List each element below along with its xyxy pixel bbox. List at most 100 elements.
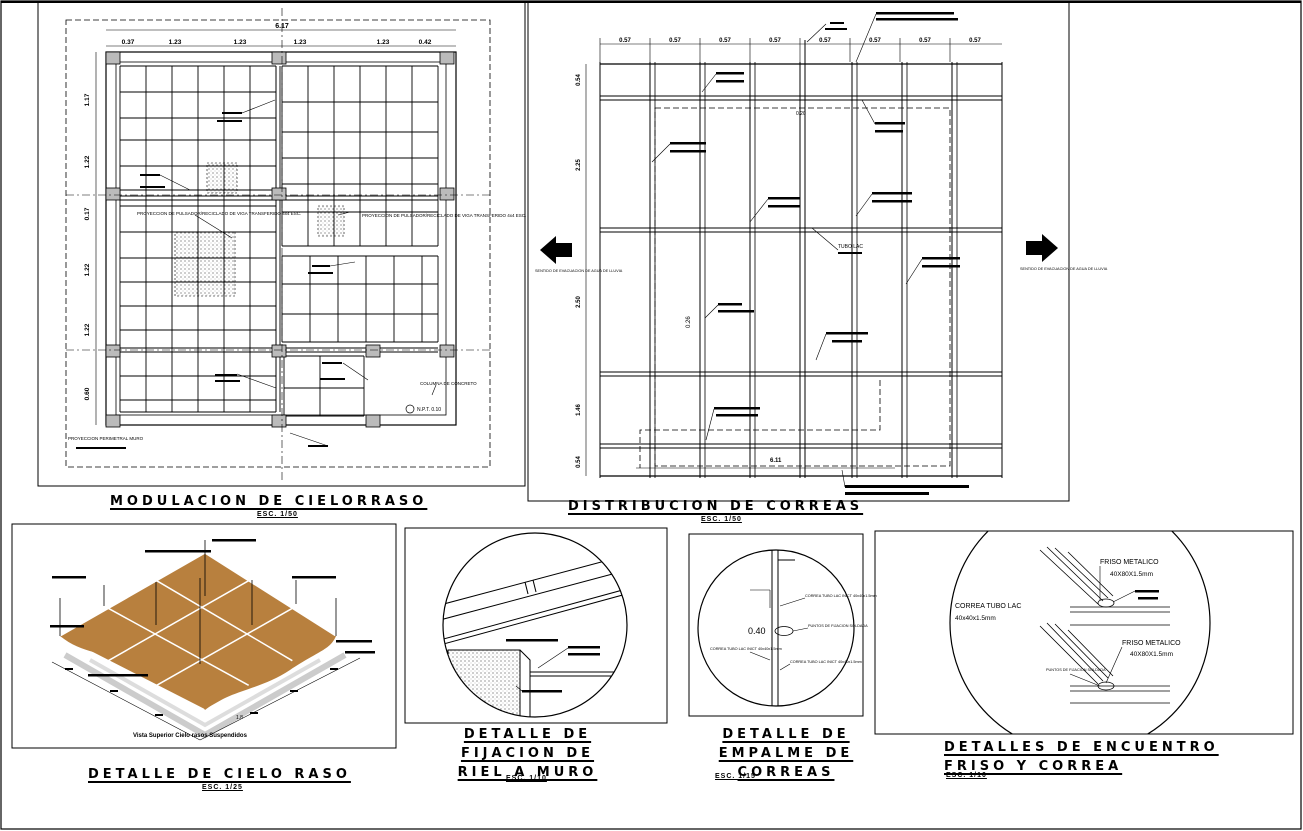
dim-mark xyxy=(330,668,338,670)
label-block xyxy=(88,674,148,677)
dim-mark xyxy=(65,668,73,670)
riel-title-line-3: RIEL A MURO xyxy=(457,765,598,780)
encuentro-title-line-1: DETALLES DE ENCUENTRO xyxy=(944,740,1219,755)
dim-left-label: 1.22 xyxy=(84,155,91,168)
concrete-column xyxy=(271,344,287,358)
empalme-panel: 0.40 CORREA TUBO LAC INICT 40x40x1.5mm P… xyxy=(688,533,877,717)
ceiling-tile-grid xyxy=(119,65,439,417)
note-proyeccion-1: PROYECCION DE PULSADOR/RECICLADO DE VIGA… xyxy=(137,211,301,216)
arrow-note-right: SENTIDO DE EVACUACION DE AGUA DE LLUVIA xyxy=(1020,267,1108,271)
dim-top-label: 0.57 xyxy=(919,38,931,44)
concrete-column xyxy=(365,414,381,428)
note-perimetral: PROYECCION PERIMETRAL MURO xyxy=(68,436,144,441)
riel-title: DETALLE DE FIJACION DE RIEL A MURO xyxy=(450,725,605,782)
correas-title: DISTRIBUCION DE CORREAS xyxy=(568,499,864,514)
cielo-dim: 1.8 xyxy=(236,715,243,721)
modulacion-dashed-boundary xyxy=(65,19,491,468)
label-block xyxy=(50,625,84,628)
riel-title-line-1: DETALLE DE xyxy=(463,727,592,742)
correas-frame xyxy=(527,1,1070,502)
note-npt: N.P.T. 0.10 xyxy=(417,407,441,413)
concrete-column xyxy=(271,51,287,65)
empalme-title-line-1: DETALLE DE xyxy=(722,727,850,742)
dim-line xyxy=(51,661,201,741)
concrete-column xyxy=(271,414,287,428)
dim-mark xyxy=(250,712,258,714)
cielo-raso-panel: Vista Superior Cielo rasos Suspendidos 1… xyxy=(11,523,397,749)
dim-bottom: 6.11 xyxy=(770,458,782,464)
dim-mark xyxy=(290,690,298,692)
correas-dashed-roof xyxy=(654,107,951,467)
empalme-detail-circle xyxy=(697,549,855,707)
modulacion-frame xyxy=(37,1,526,487)
concrete-columns xyxy=(105,51,455,428)
empalme-frame xyxy=(688,533,864,717)
tile-joint xyxy=(156,607,293,686)
dim-total: 6.17 xyxy=(275,23,289,30)
riel-scale: ESC. 1/10 xyxy=(506,775,547,782)
correa-dim: 40x40x1.5mm xyxy=(955,615,996,622)
dim-left-label: 1.22 xyxy=(84,263,91,276)
cielo-title: DETALLE DE CIELO RASO xyxy=(88,767,351,782)
encuentro-frame xyxy=(874,530,1294,735)
dim-top-label: 1.23 xyxy=(377,39,390,46)
dim-top-label: 0.42 xyxy=(419,39,432,46)
empalme-note-1: CORREA TUBO LAC INICT 40x40x1.5mm xyxy=(805,594,877,598)
friso-2-label: FRISO METALICO xyxy=(1122,640,1181,647)
empalme-dim: 0.40 xyxy=(748,626,766,636)
friso-1-label: FRISO METALICO xyxy=(1100,559,1159,566)
dim-left-label: 1.46 xyxy=(576,404,582,416)
friso-1-dim: 40X80X1.5mm xyxy=(1110,571,1153,578)
dim-left-label: 1.17 xyxy=(84,93,91,106)
projection-hatch-2 xyxy=(174,231,236,297)
concrete-column xyxy=(365,344,381,358)
tile-joint xyxy=(156,580,293,662)
dim-left-label: 0.60 xyxy=(84,387,91,400)
note-columna: COLUMNA DE CONCRETO xyxy=(420,381,477,386)
label-vert: 0.26 xyxy=(686,316,692,328)
tile-joint xyxy=(107,580,250,662)
empalme-note-4: CORREA TUBO LAC INICT 40x40x1.5mm xyxy=(790,660,862,664)
concrete-column xyxy=(105,344,121,358)
left-dimensions: 1.17 1.22 0.17 1.22 1.22 0.60 xyxy=(84,52,97,425)
dim-left-label: 0.54 xyxy=(576,456,582,468)
encuentro-detail-circle xyxy=(949,531,1211,734)
tile-joint xyxy=(107,607,250,686)
empalme-scale: ESC. 1/15 xyxy=(715,773,756,780)
dim-top-label: 1.23 xyxy=(169,39,182,46)
modulacion-title: MODULACION DE CIELORRASO xyxy=(110,494,428,509)
dim-left-label: 2.50 xyxy=(576,296,582,308)
projection-hatch-1 xyxy=(206,162,238,194)
friso-2-dim: 40X80X1.5mm xyxy=(1130,651,1173,658)
cielo-caption: Vista Superior Cielo rasos Suspendidos xyxy=(133,733,248,739)
dim-top-label: 0.37 xyxy=(122,39,135,46)
label-tubo-lac: TUBO LAC xyxy=(838,244,863,250)
dim-mark xyxy=(110,690,118,692)
dim-top-label: 0.57 xyxy=(769,38,781,44)
dim-left-label: 1.22 xyxy=(84,323,91,336)
label-block xyxy=(336,640,372,643)
ceiling-tile-edge xyxy=(60,636,336,710)
dim-left-label: 0.17 xyxy=(84,207,91,220)
concrete-column xyxy=(105,51,121,65)
support-rail xyxy=(63,652,347,739)
dim-top-label: 0.57 xyxy=(869,38,881,44)
concrete-column xyxy=(105,187,121,201)
riel-frame xyxy=(404,527,668,724)
empalme-title: DETALLE DE EMPALME DE CORREAS xyxy=(708,725,864,782)
puntos-label: PUNTOS DE FIJACION SOLDADA xyxy=(1046,668,1106,672)
encuentro-title-line-2: FRISO Y CORREA xyxy=(944,759,1123,774)
arrow-note-left: SENTIDO DE EVACUACION DE AGUA DE LLUVIA xyxy=(535,269,623,273)
concrete-column xyxy=(271,187,287,201)
dim-left-label: 0.54 xyxy=(576,74,582,86)
dim-mid: 0.20 xyxy=(796,111,806,117)
perimeter-wall xyxy=(105,51,457,426)
empalme-note-2: PUNTOS DE FIJACION SOLDADA xyxy=(808,624,868,628)
label-block xyxy=(145,550,211,553)
riel-title-line-2: FIJACION DE xyxy=(460,746,595,761)
